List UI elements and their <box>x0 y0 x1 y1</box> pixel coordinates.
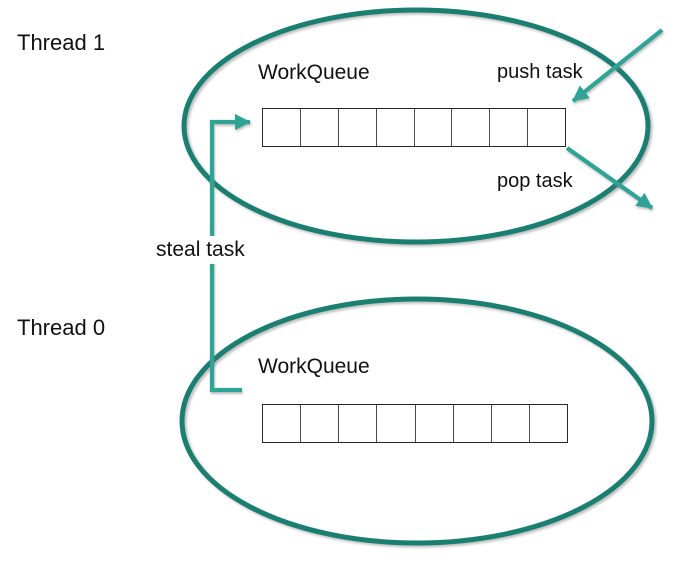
queue-cell <box>263 405 302 442</box>
queue-cell <box>339 405 378 442</box>
thread1-ellipse <box>181 7 651 245</box>
queue-cell <box>263 109 301 146</box>
push-task-label: push task <box>497 61 583 83</box>
queue-cell <box>415 405 454 442</box>
thread0-label: Thread 0 <box>17 315 106 340</box>
queue-cell <box>376 109 415 146</box>
pop-task-arrow <box>565 146 654 210</box>
queue-cell <box>529 405 567 442</box>
thread0-workqueue <box>262 404 568 443</box>
thread0-workqueue-title: WorkQueue <box>258 355 370 378</box>
steal-task-label: steal task <box>152 236 249 265</box>
queue-cell <box>414 109 453 146</box>
queue-cell <box>490 109 529 146</box>
queue-cell <box>377 405 416 442</box>
thread1-workqueue-title: WorkQueue <box>258 61 370 84</box>
queue-cell <box>528 109 565 146</box>
queue-cell <box>453 405 492 442</box>
push-task-arrow <box>571 28 664 103</box>
queue-cell <box>491 405 530 442</box>
thread1-workqueue <box>262 108 566 147</box>
thread0-ellipse <box>179 296 655 546</box>
queue-cell <box>301 405 340 442</box>
thread1-label: Thread 1 <box>17 30 106 55</box>
queue-cell <box>338 109 377 146</box>
queue-cell <box>300 109 339 146</box>
pop-task-label: pop task <box>497 170 573 192</box>
queue-cell <box>452 109 491 146</box>
